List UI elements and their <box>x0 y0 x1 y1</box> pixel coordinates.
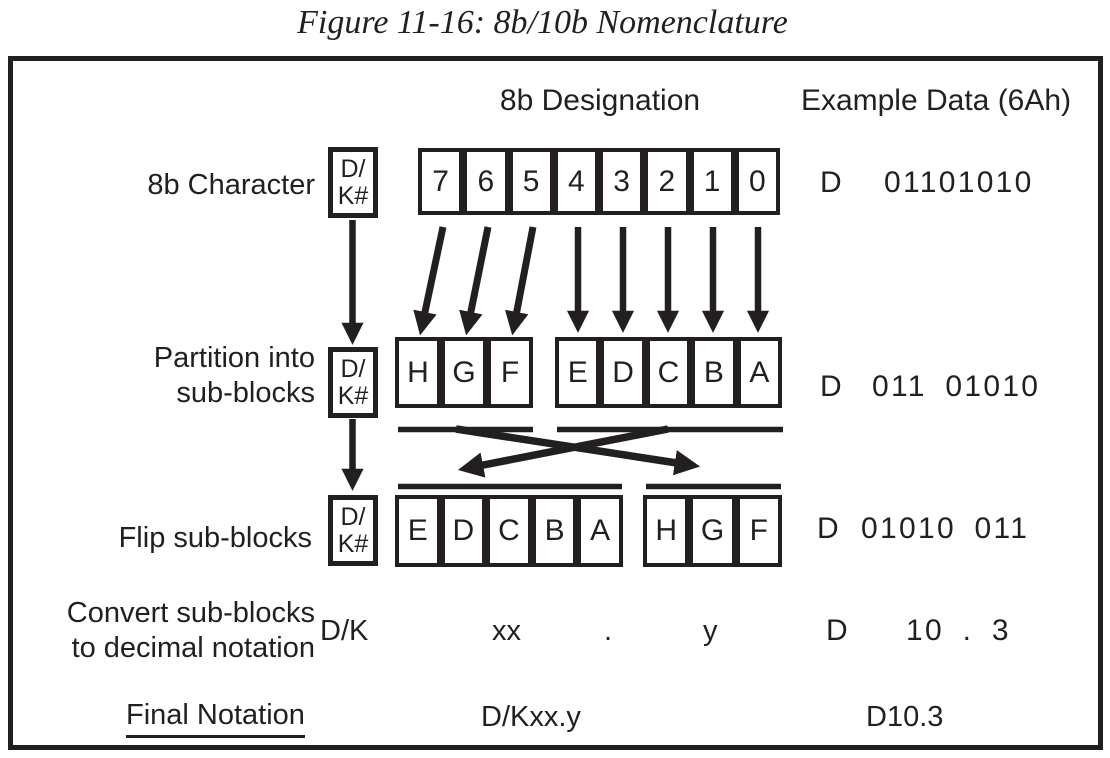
dk-box-row1: D/ K# <box>328 147 378 218</box>
bit-cell: 6 <box>463 148 509 215</box>
row-label-partition: Partition into sub-blocks <box>40 341 315 411</box>
column-header-example-data: Example Data (6Ah) <box>800 84 1072 117</box>
example-type-row4: D <box>826 614 848 647</box>
dk-box-row2-line1: D/ <box>340 354 366 383</box>
column-header-8b-designation: 8b Designation <box>499 84 701 117</box>
sub-block-cell: D <box>600 337 646 408</box>
sub-block-cell: H <box>395 337 441 408</box>
sub-block-cell: A <box>577 495 623 567</box>
bit-cell: 3 <box>599 148 645 215</box>
sub-block-cell: D <box>440 495 487 567</box>
row-label-8b-character: 8b Character <box>147 169 315 201</box>
bit-cell: 1 <box>689 148 735 215</box>
figure-frame <box>8 56 1103 750</box>
row-label-partition-line1: Partition into <box>153 342 315 374</box>
sub-block-cell: E <box>395 495 441 567</box>
example-type-row2: D <box>820 370 842 403</box>
final-notation-format: D/Kxx.y <box>481 701 581 733</box>
convert-dot-label: . <box>604 615 613 647</box>
bit-cell: 4 <box>553 148 599 215</box>
sub-block-cell: B <box>531 495 578 567</box>
sub-block-cell: G <box>689 495 736 567</box>
dk-box-row3: D/ K# <box>328 495 378 566</box>
sub-block-cell: H <box>643 495 690 567</box>
dk-box-row2: D/ K# <box>328 347 378 418</box>
convert-type-label: D/K <box>320 615 369 647</box>
example-value-row4: 10 . 3 <box>906 614 1011 647</box>
example-value-row1: 01101010 <box>884 166 1034 199</box>
example-value-row3: 01010 011 <box>861 512 1030 545</box>
dk-box-row2-line2: K# <box>337 381 369 410</box>
convert-y-label: y <box>703 615 718 647</box>
dk-box-row1-line2: K# <box>337 181 369 210</box>
example-value-row2: 011 01010 <box>872 370 1041 403</box>
convert-xx-label: xx <box>492 615 521 647</box>
row-label-convert-line1: Convert sub-blocks <box>66 597 315 629</box>
bit-cell: 2 <box>644 148 690 215</box>
sub-block-cell: B <box>691 337 737 408</box>
row-label-partition-line2: sub-blocks <box>176 377 315 409</box>
dk-box-row1-line1: D/ <box>340 154 366 183</box>
sub-block-cell: E <box>555 337 601 408</box>
figure-title: Figure 11-16: 8b/10b Nomenclature <box>297 4 788 41</box>
example-type-row3: D <box>817 512 839 545</box>
final-notation-label: Final Notation <box>126 699 305 738</box>
bit-cell: 0 <box>734 148 780 215</box>
bit-cell: 7 <box>418 148 464 215</box>
sub-block-cell: C <box>486 495 532 567</box>
dk-box-row3-line1: D/ <box>340 502 366 531</box>
sub-block-cell: F <box>735 495 782 567</box>
sub-block-cell: C <box>645 337 692 408</box>
final-notation-example: D10.3 <box>866 701 944 733</box>
row-label-convert: Convert sub-blocks to decimal notation <box>30 596 315 666</box>
row-label-flip: Flip sub-blocks <box>118 522 312 554</box>
bit-cell: 5 <box>508 148 554 215</box>
row-label-convert-line2: to decimal notation <box>71 632 315 664</box>
sub-block-cell: F <box>487 337 533 408</box>
sub-block-cell: G <box>441 337 487 408</box>
sub-block-cell: A <box>736 337 783 408</box>
example-type-row1: D <box>820 166 842 199</box>
dk-box-row3-line2: K# <box>337 529 369 558</box>
